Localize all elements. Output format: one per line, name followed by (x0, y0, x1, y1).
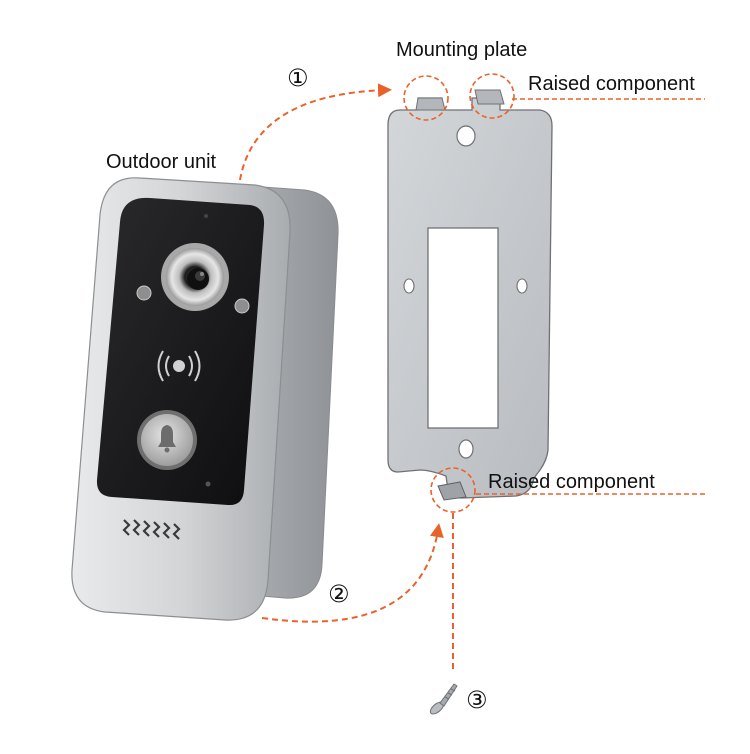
plate-hole-bottom (458, 439, 474, 459)
screw-icon (429, 683, 458, 715)
highlight-raised-top-left (403, 75, 449, 121)
outdoor-unit (71, 177, 339, 621)
plate-slot-left (403, 278, 415, 294)
step-arrows (239, 83, 454, 670)
plate-hole-top (456, 125, 476, 147)
step-one-marker: ① (287, 65, 309, 92)
label-raised-component-bottom: Raised component (488, 471, 655, 493)
label-outdoor-unit: Outdoor unit (106, 151, 217, 173)
mounting-plate (387, 89, 553, 501)
arrow-step-two (261, 523, 444, 623)
label-raised-component-top: Raised component (528, 73, 695, 95)
raised-tab-right (474, 89, 505, 105)
ir-led-left (136, 285, 152, 301)
arrow-step-one (239, 83, 392, 181)
step-two-marker: ② (328, 581, 350, 608)
raised-tab-bottom (437, 481, 467, 501)
plate-slot-right (516, 278, 528, 294)
step-three-marker: ③ (466, 687, 488, 714)
plate-cutout (427, 227, 499, 429)
highlight-raised-bottom (430, 467, 476, 513)
bell-icon (158, 425, 176, 453)
microphone-dot (204, 214, 208, 218)
label-mounting-plate: Mounting plate (396, 39, 527, 61)
highlight-raised-top-right (469, 73, 515, 119)
camera-lens-icon (161, 243, 229, 311)
ir-led-right (234, 298, 250, 314)
raised-tab-left (415, 97, 446, 111)
bell-button (137, 410, 197, 470)
speaker-grille (122, 519, 181, 540)
highlight-circles (403, 73, 515, 513)
leader-lines (476, 98, 705, 495)
status-led (205, 481, 211, 487)
nfc-icon (157, 350, 201, 382)
